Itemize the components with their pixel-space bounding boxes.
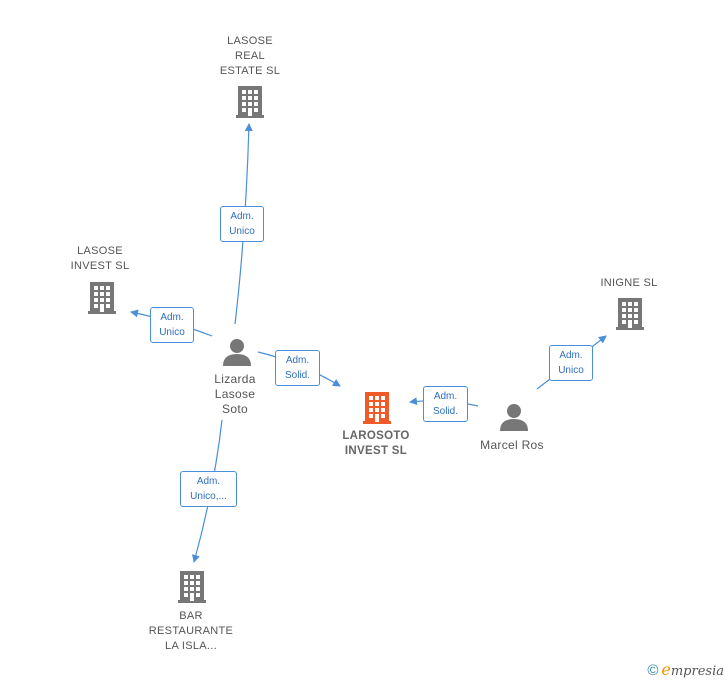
copyright-icon: © [647,662,659,679]
building-icon [363,392,391,424]
brand-initial: e [661,660,671,679]
brand-logo: ©empresia [647,660,724,679]
building-icon [236,86,264,118]
person-icon [500,404,528,431]
node-lasose-real-estate[interactable]: LASOSE REAL ESTATE SL [219,35,281,77]
building-icon [88,282,116,314]
node-inigne[interactable]: INIGNE SL [600,277,658,289]
edge-label-lizarda-lasose-invest: Adm. Unico [150,307,194,343]
node-lizarda-lasose-soto[interactable]: Lizarda Lasose Soto [214,372,256,416]
building-icon [178,571,206,603]
edge-label-marcel-inigne: Adm. Unico [549,345,593,381]
edge-label-lizarda-bar: Adm. Unico,... [180,471,237,507]
node-bar-restaurante[interactable]: BAR RESTAURANTE LA ISLA... [148,610,234,652]
edge-label-lizarda-real-estate: Adm. Unico [220,206,264,242]
person-icon [223,339,251,366]
node-marcel-ros[interactable]: Marcel Ros [480,438,544,452]
edge-label-marcel-larosoto: Adm. Solid. [423,386,468,422]
building-icon [616,298,644,330]
edge-label-lizarda-larosoto: Adm. Solid. [275,350,320,386]
brand-name: mpresia [670,664,724,679]
node-larosoto-invest[interactable]: LAROSOTO INVEST SL [342,430,410,457]
node-lasose-invest[interactable]: LASOSE INVEST SL [70,245,130,272]
